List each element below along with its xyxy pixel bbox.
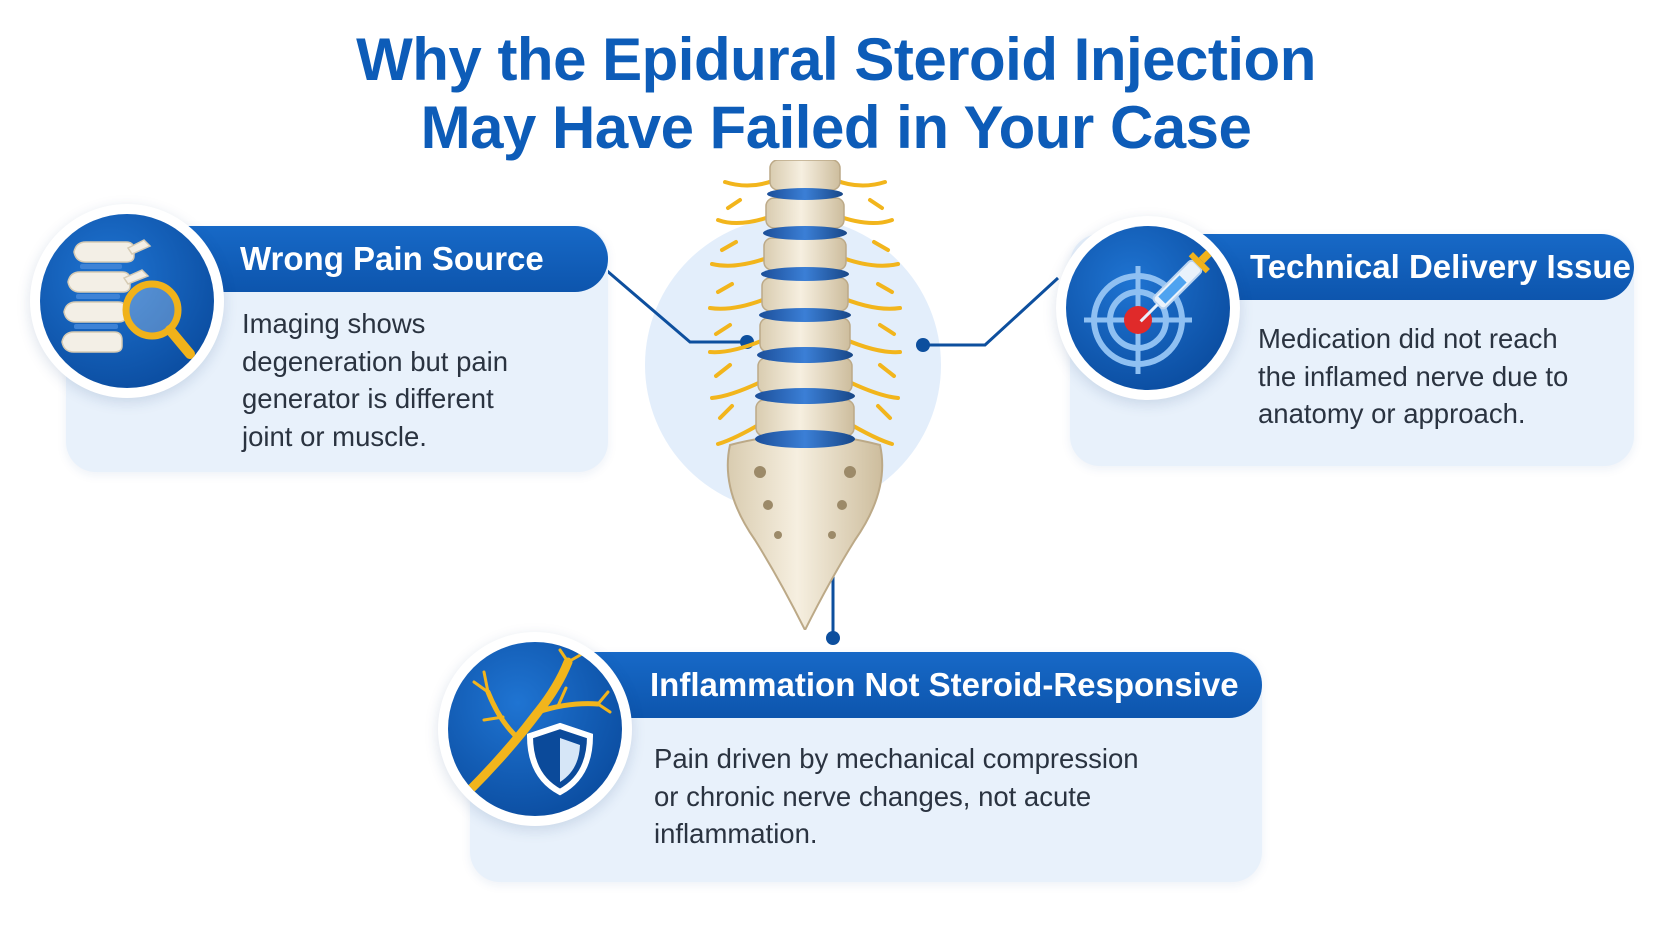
page-title: Why the Epidural Steroid Injection May H… <box>0 26 1672 162</box>
connector-right-dot <box>916 338 930 352</box>
nerve-shield-icon <box>463 648 612 797</box>
title-line-2: May Have Failed in Your Case <box>420 94 1252 161</box>
inflammation-badge <box>438 632 632 826</box>
technical-delivery-text: Medication did not reach the inflamed ne… <box>1258 323 1569 429</box>
inflammation-heading: Inflammation Not Steroid-Responsive <box>576 652 1262 718</box>
wrong-pain-source-heading: Wrong Pain Source <box>168 226 608 292</box>
target-syringe-icon <box>1084 247 1215 374</box>
technical-delivery-heading: Technical Delivery Issue <box>1170 234 1634 300</box>
title-line-1: Why the Epidural Steroid Injection <box>356 26 1316 93</box>
connector-left <box>605 268 745 344</box>
spine-icon <box>708 159 902 633</box>
spine-magnifier-icon <box>61 239 195 359</box>
inflammation-text: Pain driven by mechanical compression or… <box>654 743 1139 849</box>
connector-right <box>925 276 1060 347</box>
connector-bottom-dot <box>826 631 840 645</box>
technical-delivery-badge <box>1056 216 1240 400</box>
wrong-pain-source-badge <box>30 204 224 398</box>
wrong-pain-source-text: Imaging shows degeneration but pain gene… <box>242 308 509 452</box>
spine-illustration <box>640 159 970 633</box>
